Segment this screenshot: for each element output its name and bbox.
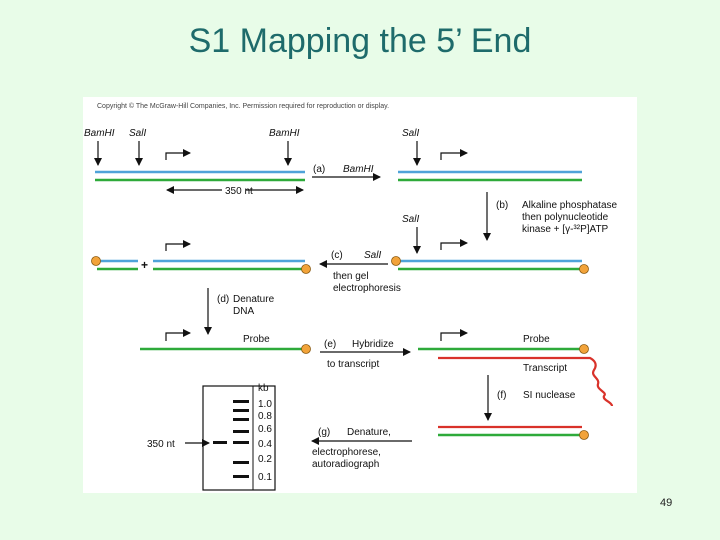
step-letter-f: (f) [497, 390, 506, 401]
length-label: 350 nt [225, 186, 253, 197]
step-g-line1: Denature, [347, 427, 391, 438]
end-label-dot [301, 264, 311, 274]
promoter-arrow [440, 239, 468, 250]
promoter-arrow [165, 149, 191, 160]
step-letter-c: (c) [331, 250, 343, 261]
step-c-label: SalI [364, 250, 381, 261]
gel-marker-label: 0.1 [258, 472, 272, 483]
promoter-arrow [440, 149, 468, 160]
step-d-line1: Denature [233, 294, 275, 305]
step-b-line2: then polynucleotide [522, 212, 609, 223]
site-sali-label: SalI [129, 128, 146, 139]
transcript-strand [438, 356, 614, 407]
gel-band-label: 350 nt [147, 439, 175, 450]
step-d-line2: DNA [233, 306, 254, 317]
site-bamhi-label: BamHI [269, 128, 300, 139]
gel-marker-band [233, 409, 249, 412]
end-label-dot [301, 344, 311, 354]
step-g-line2: electrophorese, [312, 447, 381, 458]
site-bamhi-label: BamHI [84, 128, 115, 139]
step-e-line1: Hybridize [352, 339, 394, 350]
gel-marker-label: 0.6 [258, 424, 272, 435]
gel-marker-label: 1.0 [258, 399, 272, 410]
end-label-dot [391, 256, 401, 266]
gel-marker-label: 0.8 [258, 411, 272, 422]
step-g-line3: autoradiograph [312, 459, 379, 470]
page-number: 49 [660, 497, 673, 509]
gel-marker-band [233, 475, 249, 478]
step-b-line1: Alkaline phosphatase [522, 200, 618, 211]
copyright-notice: Copyright © The McGraw-Hill Companies, I… [97, 103, 390, 110]
step-letter-d: (d) [217, 294, 229, 305]
step-a-label: BamHI [343, 164, 374, 175]
gel-unit-label: kb [258, 383, 269, 394]
promoter-arrow [165, 240, 191, 251]
step-letter-a: (a) [313, 164, 325, 175]
promoter-arrow [440, 329, 468, 341]
plus-sign: + [141, 258, 148, 272]
gel-marker-band [233, 430, 249, 433]
end-label-dot [91, 256, 101, 266]
gel-marker-label: 0.2 [258, 454, 272, 465]
step-letter-e: (e) [324, 339, 336, 350]
gel-sample-band [213, 441, 227, 444]
probe-label: Probe [243, 334, 270, 345]
step-letter-g: (g) [318, 427, 330, 438]
step-e-line2: to transcript [327, 359, 379, 370]
end-label-dot [579, 430, 589, 440]
site-sali-label: SalI [402, 128, 419, 139]
gel-marker-label: 0.4 [258, 439, 272, 450]
site-sali-label: SalI [402, 214, 419, 225]
gel-marker-band [233, 400, 249, 403]
step-c-line2: then gel [333, 271, 369, 282]
end-label-dot [579, 264, 589, 274]
step-letter-b: (b) [496, 200, 508, 211]
probe-label: Probe [523, 334, 550, 345]
gel-marker-band [233, 461, 249, 464]
end-label-dot [579, 344, 589, 354]
step-c-line3: electrophoresis [333, 283, 401, 294]
transcript-label: Transcript [523, 363, 567, 374]
step-f-label: SI nuclease [523, 390, 576, 401]
slide-title: S1 Mapping the 5’ End [188, 22, 532, 60]
gel-marker-band [233, 441, 249, 444]
promoter-arrow [165, 329, 191, 341]
gel-lane-box [202, 385, 276, 491]
gel-marker-band [233, 418, 249, 421]
step-b-line3: kinase + [γ-³²P]ATP [522, 224, 609, 235]
